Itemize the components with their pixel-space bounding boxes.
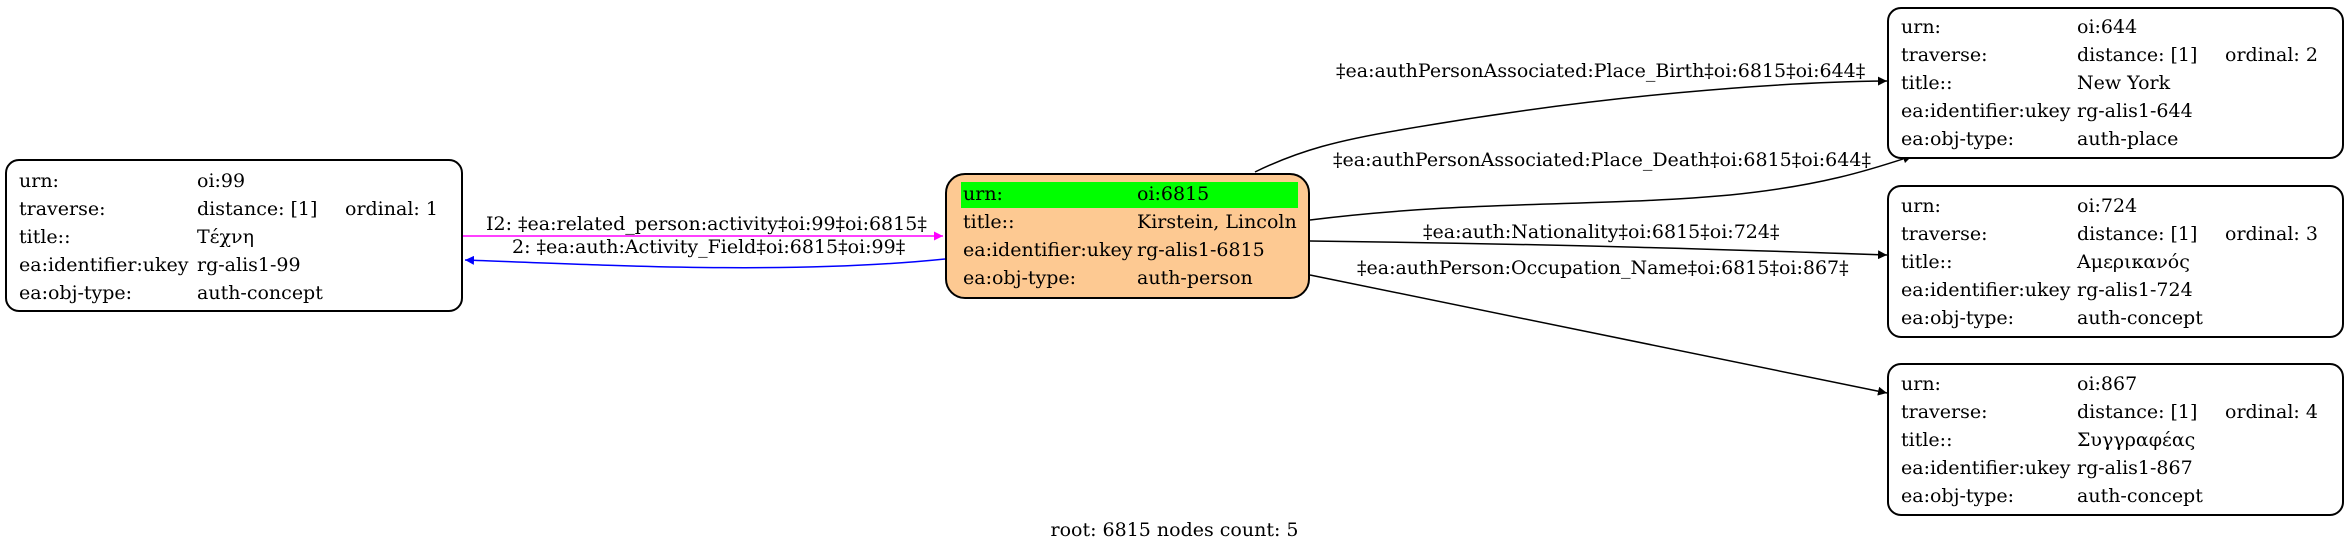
- edge-label-e1: I2: ‡ea:related_person:activity‡oi:99‡oi…: [486, 213, 927, 235]
- urn-label: urn:: [1901, 373, 1941, 395]
- distance-value: distance: [1]: [197, 198, 318, 220]
- ukey-label: ea:identifier:ukey: [1901, 100, 2071, 122]
- ordinal-value: ordinal: 1: [345, 198, 438, 220]
- ukey-value: rg-alis1-724: [2077, 279, 2193, 301]
- urn-label: urn:: [19, 170, 59, 192]
- urn-label: urn:: [1901, 195, 1941, 217]
- ordinal-value: ordinal: 3: [2225, 223, 2318, 245]
- type-value: auth-concept: [2077, 485, 2203, 507]
- urn-value-highlight: [1134, 182, 1298, 208]
- traverse-label: traverse:: [1901, 44, 1988, 66]
- title-label: title::: [1901, 72, 1953, 94]
- traverse-label: traverse:: [1901, 223, 1988, 245]
- node-oi867[interactable]: urn: oi:867 traverse: distance: [1] ordinal…: [1887, 363, 2344, 516]
- ukey-label: ea:identifier:ukey: [19, 254, 189, 276]
- node-oi644[interactable]: urn: oi:644 traverse: distance: [1] ordinal…: [1887, 7, 2344, 159]
- edge-e6: [1309, 274, 1888, 396]
- title-value: New York: [2077, 72, 2171, 94]
- ukey-label: ea:identifier:ukey: [1901, 279, 2071, 301]
- edge-label-e4: ‡ea:authPersonAssociated:Place_Death‡oi:…: [1333, 149, 1871, 171]
- type-label: ea:obj-type:: [1901, 307, 2015, 329]
- edge-e5: [1309, 240, 1888, 260]
- distance-value: distance: [1]: [2077, 401, 2198, 423]
- urn-value: oi:6815: [1137, 183, 1210, 205]
- edge-e4: [1309, 154, 1913, 221]
- type-value: auth-person: [1137, 267, 1253, 289]
- type-value: auth-concept: [2077, 307, 2203, 329]
- ordinal-value: ordinal: 2: [2225, 44, 2318, 66]
- title-label: title::: [963, 211, 1015, 233]
- title-label: title::: [19, 226, 71, 248]
- type-label: ea:obj-type:: [963, 267, 1077, 289]
- urn-value: oi:644: [2077, 16, 2138, 38]
- edge-label-e6: ‡ea:authPerson:Occupation_Name‡oi:6815‡o…: [1357, 257, 1849, 279]
- ukey-label: ea:identifier:ukey: [963, 239, 1133, 261]
- title-value: Συγγραφέας: [2077, 429, 2196, 451]
- ordinal-value: ordinal: 4: [2225, 401, 2318, 423]
- edge-label-e5: ‡ea:auth:Nationality‡oi:6815‡oi:724‡: [1423, 221, 1780, 243]
- traverse-label: traverse:: [1901, 401, 1988, 423]
- traverse-label: traverse:: [19, 198, 106, 220]
- type-value: auth-concept: [197, 282, 323, 304]
- urn-label: urn:: [963, 183, 1003, 205]
- node-oi99[interactable]: urn: oi:99 traverse: distance: [1] ordinal:…: [5, 159, 463, 312]
- ukey-value: rg-alis1-644: [2077, 100, 2193, 122]
- urn-value: oi:867: [2077, 373, 2138, 395]
- node-oi724[interactable]: urn: oi:724 traverse: distance: [1] ordinal…: [1887, 185, 2344, 338]
- title-value: Kirstein, Lincoln: [1137, 211, 1297, 233]
- ukey-value: rg-alis1-6815: [1137, 239, 1265, 261]
- ukey-value: rg-alis1-99: [197, 254, 301, 276]
- urn-label: urn:: [1901, 16, 1941, 38]
- ukey-value: rg-alis1-867: [2077, 457, 2193, 479]
- distance-value: distance: [1]: [2077, 223, 2198, 245]
- title-value: Αμερικανός: [2077, 251, 2190, 273]
- type-value: auth-place: [2077, 128, 2179, 150]
- type-label: ea:obj-type:: [1901, 485, 2015, 507]
- type-label: ea:obj-type:: [1901, 128, 2015, 150]
- urn-value: oi:724: [2077, 195, 2138, 217]
- graph-footer: root: 6815 nodes count: 5: [1050, 519, 1299, 541]
- title-label: title::: [1901, 429, 1953, 451]
- distance-value: distance: [1]: [2077, 44, 2198, 66]
- edge-e2: [464, 255, 946, 269]
- title-value: Τέχνη: [197, 226, 254, 248]
- type-label: ea:obj-type:: [19, 282, 133, 304]
- edge-e3: [1254, 76, 1888, 173]
- edge-label-e2: 2: ‡ea:auth:Activity_Field‡oi:6815‡oi:99…: [512, 236, 906, 258]
- urn-value: oi:99: [197, 170, 246, 192]
- edge-label-e3: ‡ea:authPersonAssociated:Place_Birth‡oi:…: [1336, 60, 1866, 82]
- title-label: title::: [1901, 251, 1953, 273]
- node-root[interactable]: urn: oi:6815 title:: Kirstein, Lincoln e…: [945, 173, 1310, 299]
- ukey-label: ea:identifier:ukey: [1901, 457, 2071, 479]
